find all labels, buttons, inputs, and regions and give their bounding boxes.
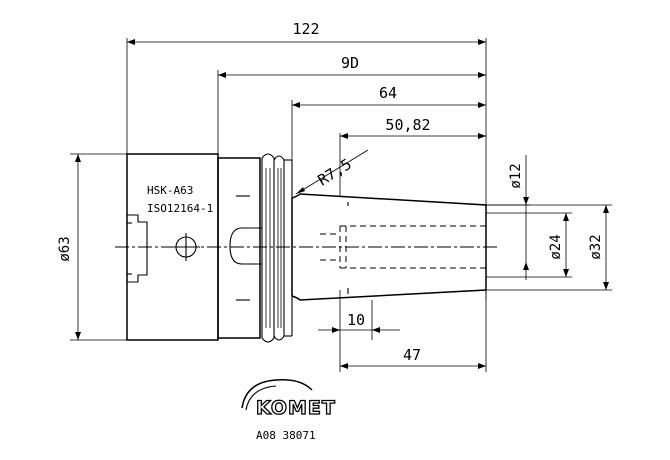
dia12-label: ø12 — [508, 163, 524, 188]
dimension-dia24: ø24 — [486, 212, 572, 278]
dimension-dia32: ø32 — [486, 204, 612, 291]
dimension-90-label: 9D — [341, 54, 359, 72]
dimension-64: 64 — [291, 84, 486, 190]
dia63-label: ø63 — [57, 236, 73, 261]
dimension-90: 9D — [217, 54, 486, 160]
dimension-122: 122 — [126, 20, 487, 300]
logo-brand-text: KOMET — [256, 397, 336, 419]
dimension-47-label: 47 — [403, 346, 421, 364]
radius-leader: R7,5 — [295, 149, 369, 195]
dimension-5082-label: 50,82 — [385, 116, 430, 134]
flange — [217, 153, 293, 343]
dia24-label: ø24 — [548, 234, 564, 259]
dimension-64-label: 64 — [379, 84, 397, 102]
standard-label: ISO12164-1 — [147, 202, 213, 215]
part-number: A08 38071 — [256, 429, 316, 442]
interface-label: HSK-A63 — [147, 184, 193, 197]
dia32-label: ø32 — [588, 234, 604, 259]
komet-logo: KOMET — [241, 378, 336, 420]
dimension-10: 10 — [318, 290, 400, 372]
dimension-dia12: ø12 — [486, 155, 530, 280]
radius-label: R7,5 — [315, 155, 355, 189]
dimension-47: 47 — [340, 290, 487, 372]
dimension-122-label: 122 — [292, 20, 319, 38]
dimension-5082: 50,82 — [339, 116, 486, 196]
dimension-10-label: 10 — [347, 311, 365, 329]
